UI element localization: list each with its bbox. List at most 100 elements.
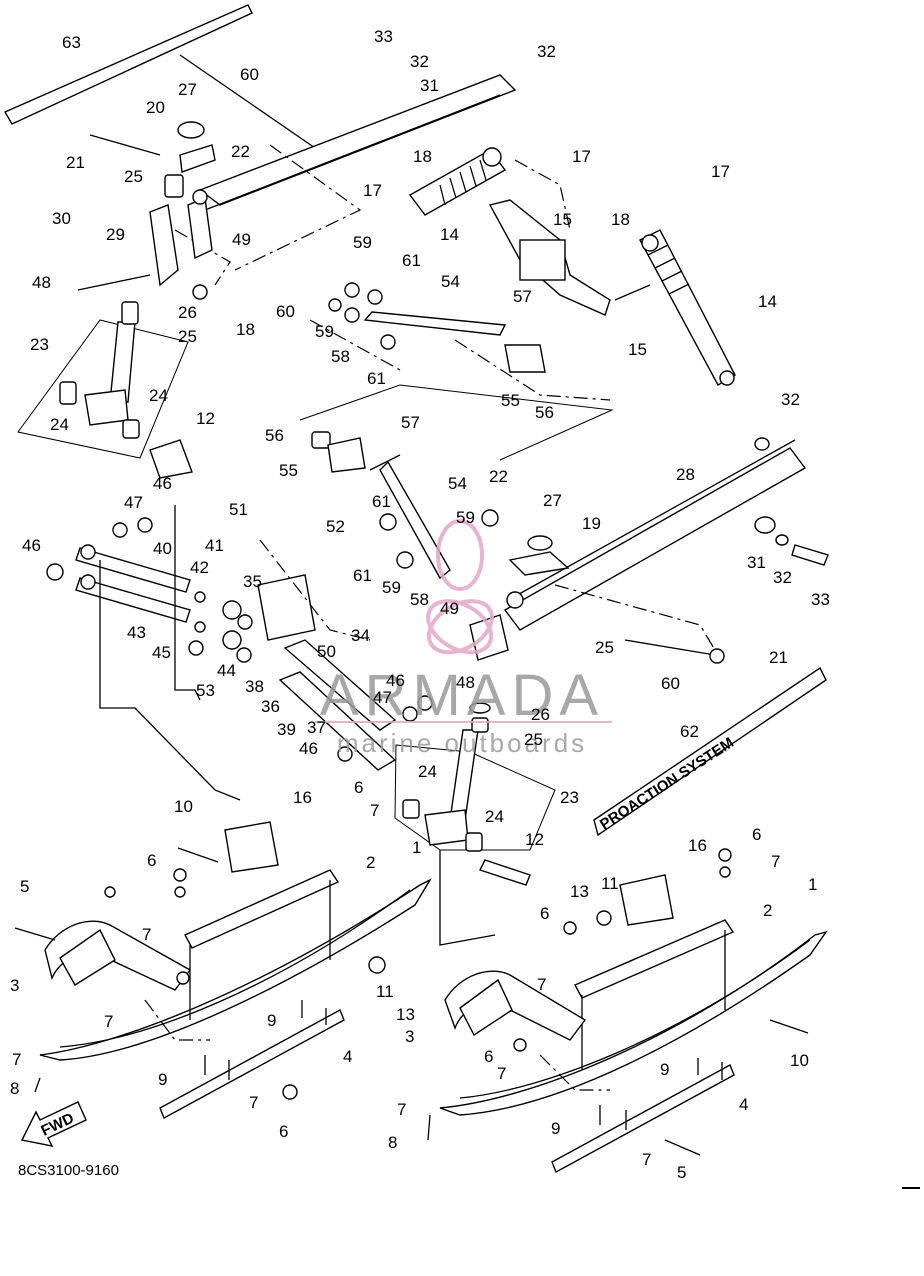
fwd-arrow: FWD [20, 1101, 87, 1147]
part-label-23: 23 [30, 335, 49, 354]
part-label-1: 1 [412, 838, 421, 857]
part-label-27: 27 [543, 491, 562, 510]
part-label-7: 7 [771, 852, 780, 871]
part-label-61: 61 [372, 492, 391, 511]
part-label-46: 46 [22, 536, 41, 555]
part-label-7: 7 [537, 975, 546, 994]
part-label-15: 15 [628, 340, 647, 359]
part-label-61: 61 [367, 369, 386, 388]
part-label-7: 7 [12, 1050, 21, 1069]
part-label-54: 54 [441, 272, 460, 291]
part-label-58: 58 [331, 347, 350, 366]
part-label-16: 16 [688, 836, 707, 855]
part-label-7: 7 [397, 1100, 406, 1119]
part-label-59: 59 [315, 322, 334, 341]
part-label-17: 17 [572, 147, 591, 166]
part-label-5: 5 [677, 1163, 686, 1182]
part-label-43: 43 [127, 623, 146, 642]
part-label-59: 59 [456, 508, 475, 527]
ski-right [427, 848, 828, 1173]
part-label-24: 24 [418, 762, 437, 781]
part-label-32: 32 [781, 390, 800, 409]
decal-text: PROACTION SYSTEM [597, 734, 737, 833]
part-label-52: 52 [326, 517, 345, 536]
part-label-29: 29 [106, 225, 125, 244]
part-label-48: 48 [456, 673, 475, 692]
part-label-49: 49 [440, 599, 459, 618]
part-label-59: 59 [353, 233, 372, 252]
part-label-60: 60 [240, 65, 259, 84]
part-label-18: 18 [413, 147, 432, 166]
part-label-32: 32 [773, 568, 792, 587]
part-label-9: 9 [158, 1070, 167, 1089]
part-label-17: 17 [711, 162, 730, 181]
part-label-55: 55 [501, 391, 520, 410]
part-label-9: 9 [267, 1011, 276, 1030]
part-label-50: 50 [317, 642, 336, 661]
part-label-55: 55 [279, 461, 298, 480]
part-label-31: 31 [420, 76, 439, 95]
part-label-14: 14 [440, 225, 459, 244]
part-label-14: 14 [758, 292, 777, 311]
part-label-25: 25 [595, 638, 614, 657]
part-label-2: 2 [763, 901, 772, 920]
part-label-4: 4 [739, 1095, 748, 1114]
part-label-47: 47 [373, 688, 392, 707]
part-label-24: 24 [149, 386, 168, 405]
part-label-25: 25 [178, 327, 197, 346]
part-label-2: 2 [366, 853, 375, 872]
spring-lever [469, 535, 725, 664]
frame-arm-right [503, 437, 829, 651]
part-label-48: 48 [32, 273, 51, 292]
part-label-32: 32 [410, 52, 429, 71]
part-label-7: 7 [642, 1150, 651, 1169]
tie-rod-upper [309, 282, 611, 401]
part-label-20: 20 [146, 98, 165, 117]
part-label-39: 39 [277, 720, 296, 739]
part-label-51: 51 [229, 500, 248, 519]
part-label-41: 41 [205, 536, 224, 555]
part-label-12: 12 [525, 830, 544, 849]
upper-bracket-right [488, 159, 651, 316]
part-label-46: 46 [299, 739, 318, 758]
part-label-49: 49 [232, 230, 251, 249]
part-label-46: 46 [386, 671, 405, 690]
part-label-25: 25 [124, 167, 143, 186]
part-label-19: 19 [582, 514, 601, 533]
part-label-9: 9 [551, 1119, 560, 1138]
part-label-33: 33 [811, 590, 830, 609]
part-label-13: 13 [570, 882, 589, 901]
part-label-7: 7 [497, 1064, 506, 1083]
part-label-61: 61 [353, 566, 372, 585]
part-label-24: 24 [50, 415, 69, 434]
decal-bar-62: PROACTION SYSTEM [593, 666, 827, 837]
part-label-31: 31 [747, 553, 766, 572]
part-label-10: 10 [174, 797, 193, 816]
part-label-45: 45 [152, 643, 171, 662]
part-label-28: 28 [676, 465, 695, 484]
part-label-37: 37 [307, 718, 326, 737]
part-label-3: 3 [10, 976, 19, 995]
part-label-6: 6 [752, 825, 761, 844]
part-label-11: 11 [601, 874, 619, 893]
part-label-57: 57 [401, 413, 420, 432]
watermark: ARMADA marine outboards [315, 519, 612, 758]
lower-link-group-left [46, 505, 433, 801]
part-label-34: 34 [351, 626, 370, 645]
shock-absorber-right [639, 229, 736, 386]
part-label-21: 21 [769, 648, 788, 667]
part-label-42: 42 [190, 558, 209, 577]
part-label-6: 6 [354, 778, 363, 797]
part-label-56: 56 [265, 426, 284, 445]
part-label-1: 1 [808, 875, 817, 894]
part-label-60: 60 [276, 302, 295, 321]
corner-mark [902, 1187, 920, 1189]
part-label-26: 26 [531, 705, 550, 724]
part-label-4: 4 [343, 1047, 352, 1066]
part-label-25: 25 [524, 730, 543, 749]
part-label-3: 3 [405, 1027, 414, 1046]
part-label-6: 6 [484, 1047, 493, 1066]
watermark-logo-icon [426, 519, 494, 655]
